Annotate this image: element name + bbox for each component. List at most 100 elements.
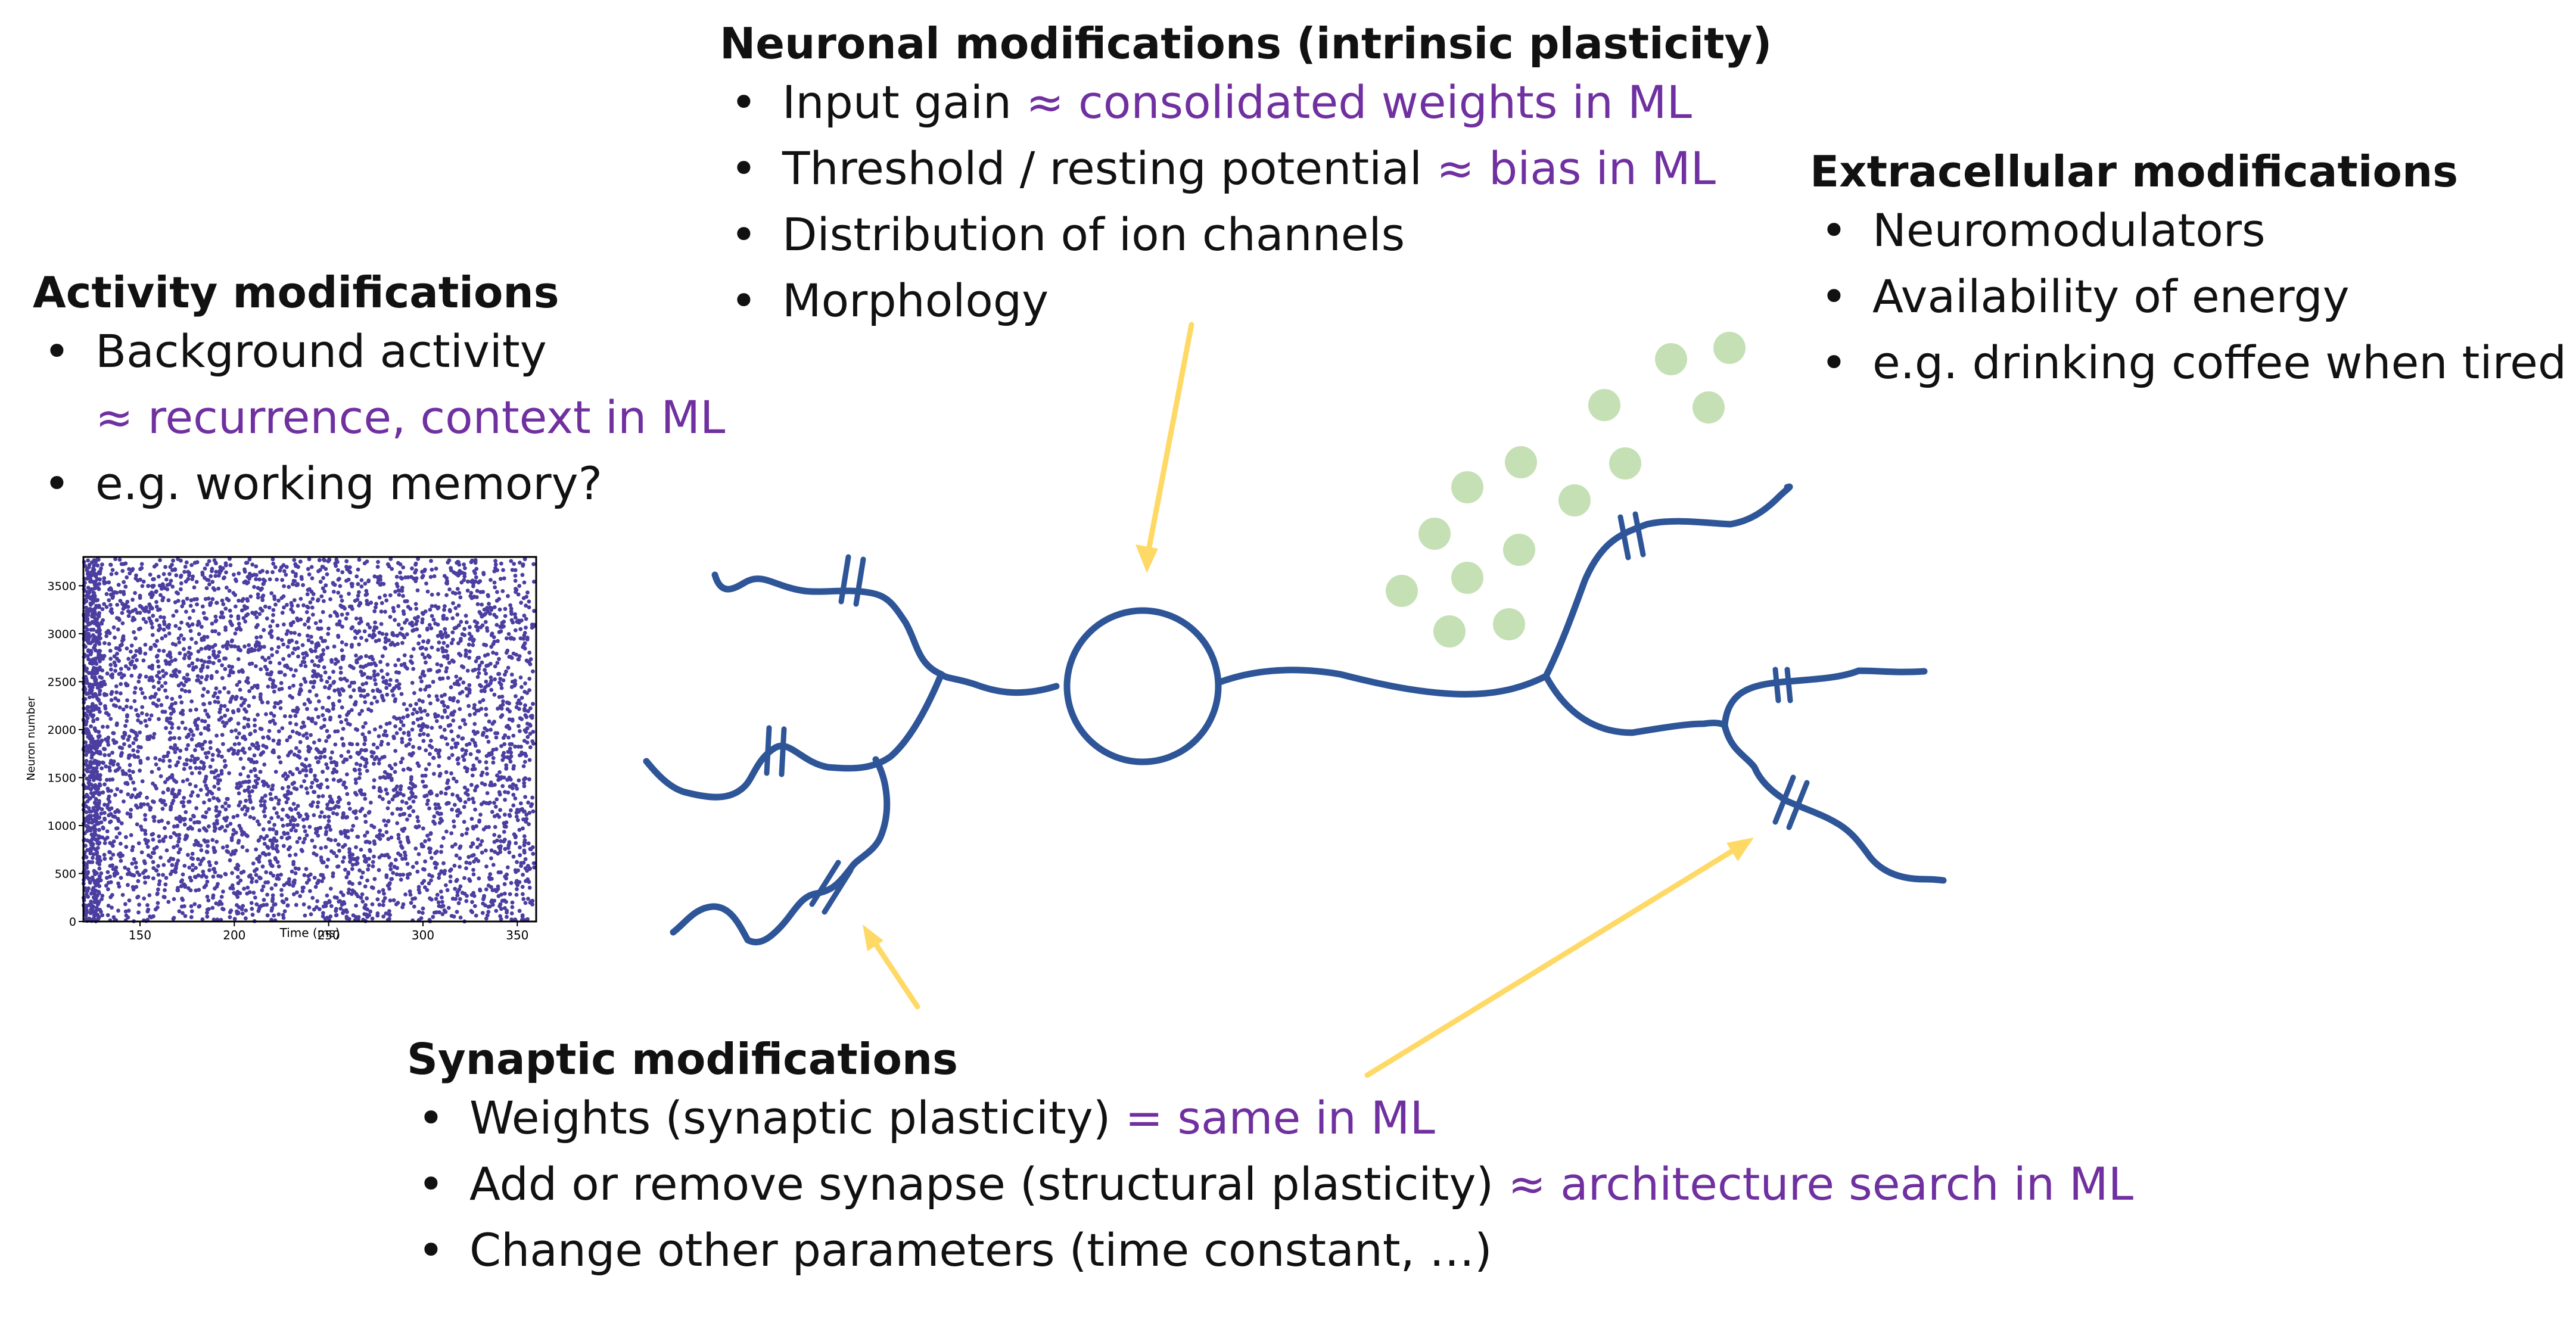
raster-spike bbox=[407, 813, 412, 818]
raster-spike bbox=[357, 767, 362, 772]
raster-spike bbox=[115, 603, 120, 607]
raster-spike bbox=[261, 827, 266, 832]
raster-spike bbox=[303, 664, 308, 668]
raster-spike bbox=[347, 847, 351, 851]
raster-spike bbox=[85, 566, 89, 571]
raster-spike bbox=[349, 665, 354, 669]
raster-spike bbox=[84, 864, 89, 869]
raster-spike bbox=[298, 687, 303, 692]
raster-spike bbox=[497, 607, 502, 612]
raster-spike bbox=[254, 644, 258, 649]
raster-spike bbox=[363, 820, 368, 824]
raster-spike bbox=[95, 804, 99, 809]
raster-spike bbox=[279, 835, 284, 840]
raster-spike bbox=[196, 857, 200, 861]
raster-spike bbox=[92, 568, 97, 572]
raster-spike bbox=[113, 636, 117, 640]
raster-spike bbox=[372, 854, 376, 859]
raster-spike bbox=[304, 786, 309, 791]
raster-spike bbox=[112, 871, 117, 876]
raster-spike bbox=[115, 871, 120, 876]
raster-spike bbox=[254, 610, 259, 615]
raster-spike bbox=[142, 695, 147, 700]
raster-spike bbox=[86, 806, 91, 810]
raster-spike bbox=[381, 775, 386, 779]
raster-spike bbox=[530, 795, 534, 800]
raster-spike bbox=[319, 594, 324, 599]
raster-spike bbox=[523, 795, 527, 799]
raster-spike bbox=[198, 731, 203, 736]
raster-spike bbox=[297, 867, 301, 871]
raster-spike bbox=[295, 706, 300, 710]
raster-spike bbox=[281, 807, 285, 812]
raster-spike bbox=[194, 784, 198, 789]
raster-spike bbox=[241, 735, 245, 740]
raster-spike bbox=[172, 670, 176, 674]
raster-spike bbox=[116, 881, 121, 886]
raster-spike bbox=[216, 695, 220, 700]
raster-spike bbox=[462, 876, 466, 880]
raster-spike bbox=[383, 609, 387, 614]
raster-spike bbox=[322, 814, 327, 819]
raster-spike bbox=[462, 820, 466, 824]
raster-spike bbox=[139, 805, 143, 809]
raster-spike bbox=[88, 743, 92, 748]
raster-spike bbox=[151, 684, 156, 689]
raster-spike bbox=[206, 724, 211, 728]
raster-spike bbox=[420, 652, 425, 656]
raster-spike bbox=[378, 795, 382, 799]
raster-spike bbox=[499, 907, 503, 911]
raster-spike bbox=[85, 706, 89, 711]
raster-spike bbox=[374, 682, 378, 686]
raster-spike bbox=[161, 839, 166, 843]
raster-spike bbox=[527, 599, 531, 604]
raster-spike bbox=[334, 612, 339, 617]
raster-spike bbox=[293, 871, 298, 876]
raster-spike bbox=[284, 800, 289, 805]
raster-spike bbox=[492, 580, 497, 585]
raster-spike bbox=[467, 742, 472, 746]
raster-spike bbox=[436, 900, 441, 905]
raster-spike bbox=[456, 734, 461, 739]
raster-spike bbox=[509, 618, 514, 622]
raster-spike bbox=[84, 824, 89, 829]
raster-spike bbox=[384, 823, 388, 827]
raster-spike bbox=[239, 870, 244, 875]
raster-spike bbox=[357, 868, 362, 873]
raster-spike bbox=[144, 620, 148, 624]
raster-spike bbox=[157, 717, 161, 721]
raster-spike bbox=[161, 572, 166, 577]
raster-spike bbox=[414, 702, 418, 706]
raster-spike bbox=[453, 591, 458, 596]
raster-spike bbox=[222, 759, 227, 763]
raster-spike bbox=[344, 757, 349, 762]
raster-spike bbox=[86, 860, 91, 864]
raster-spike bbox=[224, 643, 228, 647]
raster-spike bbox=[448, 723, 453, 727]
raster-spike bbox=[395, 784, 399, 789]
raster-spike bbox=[473, 731, 477, 736]
raster-spike bbox=[192, 561, 197, 565]
raster-spike bbox=[120, 675, 124, 680]
raster-spike bbox=[251, 891, 256, 895]
raster-spike bbox=[293, 647, 297, 652]
raster-spike bbox=[334, 558, 339, 562]
raster-spike bbox=[439, 734, 444, 739]
raster-spike bbox=[136, 718, 141, 723]
raster-spike bbox=[509, 808, 513, 812]
raster-spike bbox=[322, 749, 326, 754]
raster-spike bbox=[117, 765, 122, 770]
raster-spike bbox=[157, 583, 162, 588]
raster-spike bbox=[430, 593, 434, 597]
raster-spike bbox=[273, 701, 278, 705]
raster-spike bbox=[400, 589, 405, 593]
raster-spike bbox=[219, 895, 224, 899]
raster-spike bbox=[287, 653, 291, 658]
raster-spike bbox=[405, 835, 410, 840]
raster-spike bbox=[275, 650, 279, 654]
raster-spike bbox=[508, 892, 512, 896]
raster-spike bbox=[185, 673, 189, 677]
raster-spike bbox=[338, 797, 343, 802]
raster-spike bbox=[502, 882, 507, 886]
raster-spike bbox=[385, 806, 390, 811]
